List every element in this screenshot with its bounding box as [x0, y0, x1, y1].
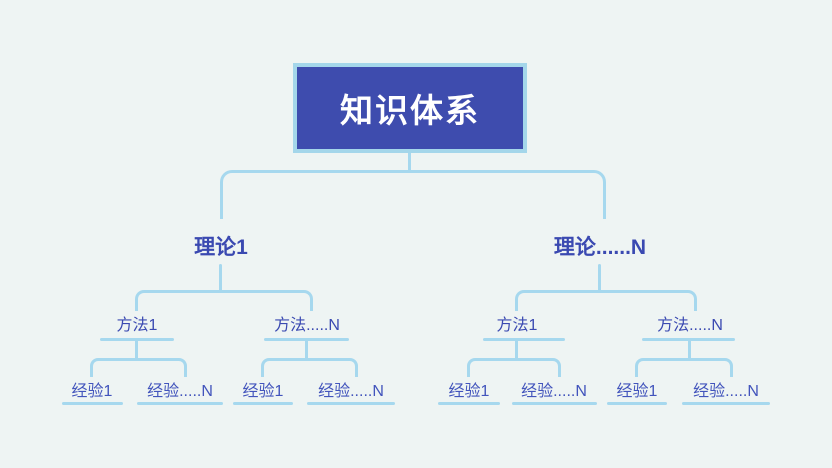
underline-experience-b2: [307, 402, 395, 405]
node-theory-1[interactable]: 理论1: [194, 236, 248, 259]
underline-method-n-right: [642, 338, 735, 341]
underline-experience-c2: [512, 402, 597, 405]
connector-theory1-bracket: [135, 290, 313, 311]
underline-experience-a1: [62, 402, 123, 405]
node-method-n-left[interactable]: 方法.....N: [274, 317, 340, 334]
node-theory-n[interactable]: 理论......N: [553, 236, 647, 259]
node-experience-c2[interactable]: 经验.....N: [521, 383, 587, 400]
connector-experience-bracket-d: [635, 358, 733, 377]
node-root[interactable]: 知识体系: [293, 63, 527, 153]
underline-method-n-left: [264, 338, 349, 341]
underline-experience-d1: [607, 402, 667, 405]
connector-method-n-left-stem: [305, 340, 308, 360]
node-method-1-right[interactable]: 方法1: [496, 317, 538, 334]
underline-experience-c1: [438, 402, 500, 405]
node-experience-d1[interactable]: 经验1: [616, 383, 658, 400]
connector-method-1-left-stem: [135, 340, 138, 360]
connector-method-n-right-stem: [688, 340, 691, 360]
node-experience-a1[interactable]: 经验1: [71, 383, 113, 400]
connector-theory1-stem: [219, 264, 222, 292]
connector-level1-bracket: [220, 170, 606, 219]
node-method-n-right[interactable]: 方法.....N: [657, 317, 723, 334]
node-experience-b1[interactable]: 经验1: [242, 383, 284, 400]
underline-experience-a2: [137, 402, 223, 405]
underline-experience-d2: [682, 402, 770, 405]
connector-experience-bracket-c: [467, 358, 561, 377]
connector-experience-bracket-b: [261, 358, 358, 377]
connector-theoryN-stem: [598, 264, 601, 292]
connector-theoryN-bracket: [515, 290, 697, 311]
node-experience-d2[interactable]: 经验.....N: [693, 383, 759, 400]
node-experience-a2[interactable]: 经验.....N: [147, 383, 213, 400]
connector-method-1-right-stem: [515, 340, 518, 360]
connector-root-stem: [408, 151, 411, 172]
underline-method-1-right: [483, 338, 565, 341]
underline-experience-b1: [233, 402, 293, 405]
node-method-1-left[interactable]: 方法1: [116, 317, 158, 334]
connector-experience-bracket-a: [90, 358, 187, 377]
node-experience-c1[interactable]: 经验1: [448, 383, 490, 400]
node-experience-b2[interactable]: 经验.....N: [318, 383, 384, 400]
underline-method-1-left: [100, 338, 174, 341]
